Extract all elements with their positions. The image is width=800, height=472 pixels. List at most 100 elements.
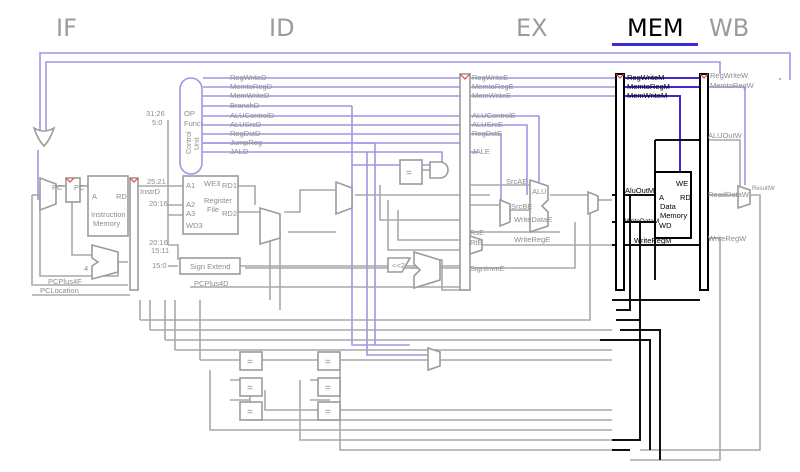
data-memory [654, 171, 692, 239]
ctrl-regdste: RegDstE [472, 129, 502, 138]
label-rf-line1: Register [204, 196, 232, 205]
label-pc: PC [74, 183, 85, 192]
hazard-eq-1: = [247, 357, 253, 368]
label-bits-20-16a: 20:16 [149, 199, 168, 208]
label-instr-a: A [92, 192, 97, 201]
ctrl-memtorege: MemtoRegE [472, 82, 514, 91]
label-bits-15-11: 15:11 [151, 246, 169, 255]
hazard-eq-6: = [325, 407, 331, 418]
stage-ex: EX [516, 14, 548, 42]
label-writedatae: WriteDataE [514, 215, 552, 224]
label-pcplus4f: PCPlus4F [48, 277, 82, 286]
label-pclocation: PCLocation [40, 286, 79, 295]
label-rse: RsE [470, 228, 484, 237]
pc-register [65, 177, 81, 203]
label-instr-line2: Memory [93, 219, 120, 228]
ex-mux [587, 190, 599, 216]
label-aluoutm: AluOutM [625, 186, 654, 195]
label-resultw: ResultW [752, 186, 775, 192]
ctrl-memwrited: MemWriteD [230, 91, 270, 100]
data-wires [31, 120, 761, 461]
pipeline-register-id-ex [459, 73, 471, 291]
alu [529, 178, 549, 234]
shift-left-2 [387, 257, 412, 273]
label-rf-a2: A2 [186, 200, 195, 209]
label-srcae: SrcAE [506, 177, 527, 186]
ctrl-memtoregd: MemtoRegD [230, 82, 273, 91]
label-dm-a: A [659, 193, 664, 202]
label-sign-extend: Sign Extend [190, 262, 230, 271]
ctrl-memtoregm: MemtoRegM [627, 82, 670, 91]
control-wires [37, 52, 791, 356]
sign-extend-unit [179, 257, 241, 275]
ctrl-regwritem: RegWriteM [627, 73, 664, 82]
stage-mem: MEM [627, 14, 684, 42]
label-dm-rd: RD [680, 193, 691, 202]
stage-id: ID [269, 14, 295, 42]
label-adder-const: 4 [84, 264, 88, 273]
label-aluoutw: ALUOutW [708, 131, 743, 140]
srca-mux [499, 198, 511, 228]
label-instrd: InstrD [140, 187, 161, 196]
label-rf-wd3: WD3 [186, 221, 203, 230]
ctrl-alucontrold: ALUControlD [230, 111, 275, 120]
label-srcbe: SrcBE [511, 202, 532, 211]
label-writedatam: WriteDataM [625, 218, 659, 225]
label-instr-line1: Instruction [91, 210, 126, 219]
label-branch-eq: = [406, 168, 412, 179]
mem-labels: RegWriteM MemtoRegM MemWriteM AluOutM Wr… [625, 73, 691, 245]
label-control-line1: Control [186, 131, 193, 154]
label-bits-5-0: 5:0 [152, 118, 162, 127]
label-rf-a1: A1 [186, 181, 195, 190]
label-dm-line2: Memory [660, 211, 687, 220]
ctrl-regwrited: RegWriteD [230, 73, 267, 82]
label-rte: RtE [470, 238, 483, 247]
register-file [182, 175, 239, 235]
labels: PC' PC A RD Instruction Memory 4 PCPlus4… [40, 71, 775, 418]
pc-adder [91, 243, 119, 281]
ctrl-alucontrole: ALUControlE [472, 111, 516, 120]
pipeline-register-mem-wb [699, 73, 709, 291]
label-dm-line1: Data [660, 202, 677, 211]
label-rf-rd2: RD2 [222, 209, 237, 218]
hazard-eq-5: = [325, 383, 331, 394]
ctrl-regwritee: RegWriteE [472, 73, 508, 82]
or-gate [32, 126, 56, 148]
hazard-eq-2: = [247, 383, 253, 394]
pipeline-register-if-id [129, 177, 139, 291]
pipeline-register-ex-mem [615, 73, 625, 291]
label-rf-a3: A3 [186, 209, 195, 218]
ctrl-regwritew: RegWriteW [710, 71, 749, 80]
ctrl-alusrcd: ALUSrcD [230, 120, 262, 129]
label-rf-rd1: RD1 [222, 181, 237, 190]
label-dm-we: WE [676, 179, 688, 188]
ctrl-branchd: BranchD [230, 101, 260, 110]
ctrl-memtoregw: MemtoRegW [710, 81, 755, 90]
hazard-eq-4: = [325, 357, 331, 368]
branch-adder [413, 250, 441, 290]
instruction-memory [87, 175, 129, 237]
label-control-line2: Unit [194, 137, 201, 150]
label-op: OP [184, 109, 195, 118]
ctrl-jald: JALD [230, 147, 249, 156]
label-shift: <<2 [392, 261, 405, 270]
hazard-eq-3: = [247, 407, 253, 418]
ctrl-jumpreg: JumpReg [230, 138, 262, 147]
label-rf-we3: WE3 [204, 179, 220, 188]
pipeline-registers [65, 73, 709, 291]
ctrl-alusrce: ALUSrcE [472, 120, 503, 129]
label-alu: ALU [532, 187, 547, 196]
control-unit [179, 77, 203, 175]
srcb-mux [469, 234, 483, 256]
active-stage-underline [612, 43, 698, 46]
label-bits-31-26: 31:26 [146, 109, 165, 118]
label-instr-rd: RD [116, 192, 127, 201]
label-readdataw: ReadDataW [708, 190, 750, 199]
ctrl-memwritem: MemWriteM [627, 91, 667, 100]
label-signimme: SignImmE [470, 264, 505, 273]
label-writeregm: WriteRegM [634, 236, 671, 245]
pc-mux [39, 176, 57, 212]
label-bits-15-0: 15:0 [152, 261, 167, 270]
label-writerege: WriteRegE [514, 235, 550, 244]
